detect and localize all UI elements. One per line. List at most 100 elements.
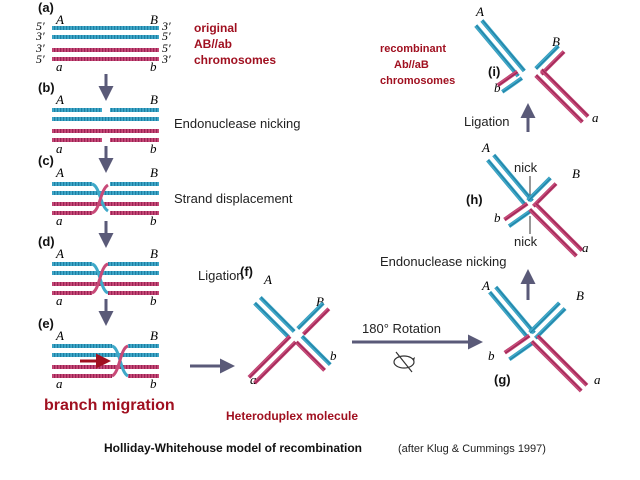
rotation-icon	[393, 351, 415, 373]
migrated-red-crossover	[111, 344, 129, 378]
allele-b-h: b	[494, 210, 501, 225]
caption-original-1: original	[194, 21, 237, 35]
allele-a-b: a	[56, 141, 63, 156]
junction-g-blue-arm-b	[508, 340, 536, 361]
strand-d-blue-left	[52, 262, 92, 266]
footer-credit: (after Klug & Cummings 1997)	[398, 443, 546, 455]
strand-c-red-right	[110, 211, 159, 215]
caption-recombinant-3: chromosomes	[380, 75, 455, 87]
duplex-blue-b	[52, 117, 159, 121]
allele-A-i: A	[475, 4, 484, 19]
allele-A-a: A	[55, 12, 64, 27]
duplex-red-d	[52, 282, 159, 286]
recomb-right-red-arm2	[540, 68, 590, 118]
junction-f-red-arm-a2	[253, 340, 298, 385]
allele-b-c: b	[150, 213, 157, 228]
holliday-junction-h	[486, 153, 584, 258]
allele-B-i: B	[552, 34, 560, 49]
strand-e-red-left	[52, 374, 112, 378]
junction-g-blue-arm-A2	[494, 285, 536, 335]
junction-g-red-arm-a	[530, 340, 583, 393]
recomb-left-blue-arm	[474, 24, 520, 78]
allele-A-g: A	[481, 278, 490, 293]
junction-h-red-arm-a	[528, 208, 578, 258]
duplex-blue-strand-1	[52, 26, 159, 30]
allele-a-e: a	[56, 376, 63, 391]
end-3-top: 3′	[161, 19, 171, 33]
caption-nicking-h: Endonuclease nicking	[380, 254, 506, 269]
junction-h-red-arm-b	[503, 201, 529, 222]
strand-d-red-left	[52, 291, 92, 295]
allele-A-f: A	[263, 272, 272, 287]
junction-f-blue-arm-b	[300, 334, 332, 367]
strand-d-red-right	[108, 291, 159, 295]
strand-d-blue-right	[108, 262, 159, 266]
allele-a-g: a	[594, 372, 601, 387]
allele-a-h: a	[582, 240, 589, 255]
step-label-i: (i)	[488, 64, 500, 79]
step-label-h: (h)	[466, 192, 483, 207]
caption-heteroduplex: Heteroduplex molecule	[226, 409, 358, 423]
junction-f-red-arm-a	[247, 334, 292, 379]
allele-B-g: B	[576, 288, 584, 303]
nicked-red-left	[52, 138, 102, 142]
recomb-left-blue-arm2	[480, 19, 526, 73]
caption-nick-bottom: nick	[514, 234, 538, 249]
caption-nick-top: nick	[514, 160, 538, 175]
allele-B-e: B	[150, 328, 158, 343]
nicked-blue-left	[52, 108, 102, 112]
junction-h-blue-arm-A	[486, 158, 528, 208]
end-5-top: 5′	[36, 19, 45, 33]
allele-b-f: b	[330, 348, 337, 363]
duplex-red-e	[52, 365, 159, 369]
allele-a-i: a	[592, 110, 599, 125]
allele-a-c: a	[56, 213, 63, 228]
allele-b-a: b	[150, 59, 157, 74]
strand-e-blue-right	[128, 344, 159, 348]
recombinant-left-molecule	[474, 19, 526, 94]
step-label-c: (c)	[38, 153, 54, 168]
allele-A-c: A	[55, 165, 64, 180]
junction-g-red-arm-a2	[536, 334, 589, 387]
junction-h-red-arm-B	[532, 182, 558, 208]
junction-g-blue-arm-A	[488, 290, 530, 340]
junction-h-blue-arm-b	[507, 208, 534, 228]
step-label-a: (a)	[38, 0, 54, 15]
junction-f-blue-arm-A2	[258, 296, 296, 333]
junction-h-red-arm-a2	[534, 202, 584, 252]
junction-f-blue-arm-A	[253, 301, 290, 339]
junction-h-blue-arm-B	[526, 176, 552, 202]
ligated-red-crossover	[91, 262, 109, 295]
allele-B-h: B	[572, 166, 580, 181]
caption-displacement: Strand displacement	[174, 191, 293, 206]
duplex-blue-d	[52, 271, 159, 275]
caption-recombinant-2: Ab//aB	[394, 59, 429, 71]
allele-b-i: b	[494, 80, 501, 95]
strand-c-blue-right	[110, 182, 159, 186]
recomb-right-red-arm	[534, 74, 584, 124]
duplex-red-b	[52, 129, 159, 133]
caption-rotation: 180° Rotation	[362, 321, 441, 336]
nicked-red-right	[110, 138, 159, 142]
end-3-top2: 3′	[35, 29, 45, 43]
duplex-red-strand-1	[52, 48, 159, 52]
allele-a-a: a	[56, 59, 63, 74]
allele-B-d: B	[150, 246, 158, 261]
junction-g-red-arm-b	[503, 333, 531, 355]
end-3-bot2: 3′	[161, 52, 171, 66]
allele-B-c: B	[150, 165, 158, 180]
duplex-blue-e	[52, 353, 159, 357]
duplex-red-c	[52, 202, 159, 206]
allele-b-d: b	[150, 293, 157, 308]
step-label-d: (d)	[38, 234, 55, 249]
end-3-bot: 3′	[35, 41, 45, 55]
end-5-bot: 5′	[162, 41, 171, 55]
caption-original-2: AB//ab	[194, 37, 232, 51]
allele-b-b: b	[150, 141, 157, 156]
end-5-top2: 5′	[162, 29, 171, 43]
allele-B-f: B	[316, 294, 324, 309]
caption-ligation-i: Ligation	[464, 114, 510, 129]
caption-nicking-b: Endonuclease nicking	[174, 116, 300, 131]
